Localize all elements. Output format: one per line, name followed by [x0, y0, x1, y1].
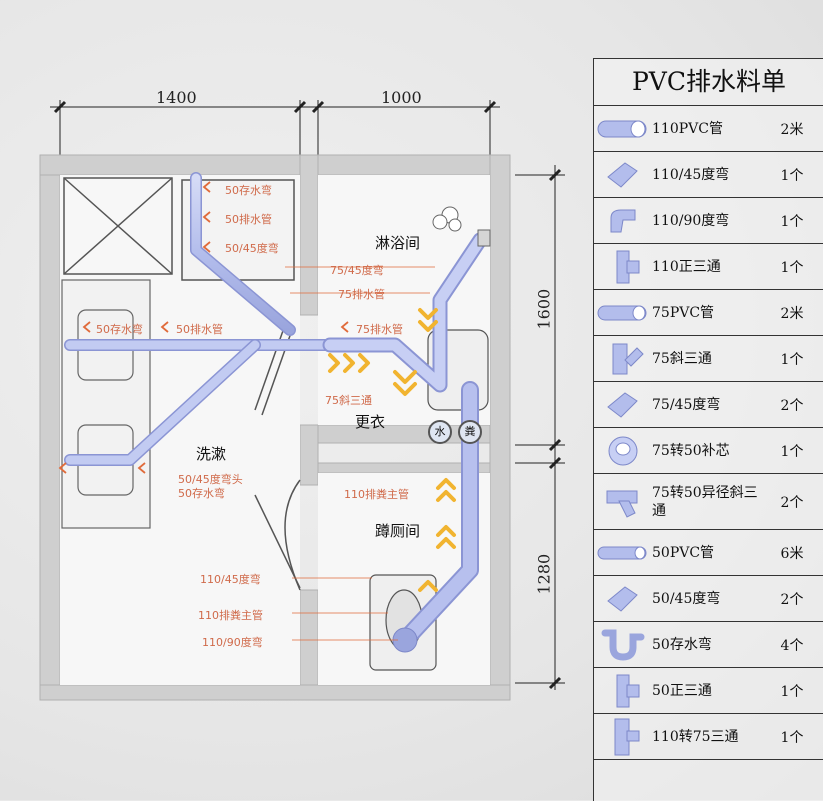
pipe-label: 110排粪主管	[198, 609, 263, 622]
room-changing: 更衣	[355, 413, 386, 431]
dimension-lines	[50, 100, 565, 690]
dimension-right-upper: 1600	[534, 288, 554, 330]
table-row: 75斜三通 1个	[594, 336, 823, 382]
room-washing: 洗漱	[196, 445, 227, 463]
item-quantity: 1个	[780, 443, 804, 460]
table-row: 75/45度弯 2个	[594, 382, 823, 428]
item-quantity: 1个	[780, 167, 804, 184]
item-quantity: 1个	[780, 683, 804, 700]
item-quantity: 1个	[780, 259, 804, 276]
table-row: 50/45度弯 2个	[594, 576, 823, 622]
room-toilet: 蹲厕间	[375, 522, 421, 540]
item-name: 110正三通	[652, 258, 721, 275]
table-row: 75转50补芯 1个	[594, 428, 823, 474]
tee-icon	[594, 673, 652, 709]
table-row: 110PVC管 2米	[594, 106, 823, 152]
pipe-label: 50存水弯	[96, 323, 143, 336]
table-title: PVC排水料单	[594, 59, 823, 106]
item-quantity: 2米	[780, 121, 804, 138]
item-quantity: 4个	[780, 637, 804, 654]
y-tee-icon	[594, 340, 652, 378]
item-quantity: 6米	[780, 545, 804, 562]
table-row: 50正三通 1个	[594, 668, 823, 714]
vanity-counter	[61, 279, 151, 529]
shower-head	[432, 206, 491, 247]
dimension-top-right: 1000	[381, 88, 422, 107]
table-row: 75PVC管 2米	[594, 290, 823, 336]
pipe-75-icon	[594, 300, 652, 326]
item-name: 50/45度弯	[652, 590, 721, 607]
floor-plan	[39, 100, 565, 701]
pipe-label: 75斜三通	[325, 394, 372, 407]
item-name: 75/45度弯	[652, 396, 721, 413]
pipe-label: 75排水管	[338, 288, 385, 301]
item-quantity: 1个	[780, 729, 804, 746]
dimension-right-lower: 1280	[534, 553, 554, 595]
item-quantity: 1个	[780, 351, 804, 368]
pipe-label: 75/45度弯	[330, 264, 384, 277]
water-marker: 水	[428, 420, 452, 444]
pipe-label: 110排粪主管	[344, 488, 409, 501]
pipe-110-icon	[594, 116, 652, 142]
table-row: 110/45度弯 1个	[594, 152, 823, 198]
elbow-45-icon	[594, 159, 652, 191]
shaft	[63, 177, 295, 281]
pipe-label: 75排水管	[356, 323, 403, 336]
pipe-label: 50存水弯	[178, 487, 225, 500]
table-row: 75转50异径斜三通 2个	[594, 474, 823, 530]
y-reducer-icon	[594, 483, 652, 521]
p-trap-icon	[594, 627, 652, 663]
table-row: 110转75三通 1个	[594, 714, 823, 760]
room-shower: 淋浴间	[375, 234, 421, 252]
elbow-45-icon	[594, 389, 652, 421]
walls	[39, 154, 511, 701]
pipe-label: 50/45度弯	[225, 242, 279, 255]
reducer-icon	[594, 434, 652, 468]
label-arrows	[58, 181, 349, 474]
pipe-50-icon	[594, 540, 652, 566]
item-quantity: 2个	[780, 591, 804, 608]
item-name: 110/45度弯	[652, 166, 730, 183]
item-quantity: 1个	[780, 213, 804, 230]
tee-icon	[594, 249, 652, 285]
pipe-label: 50/45度弯头	[178, 473, 243, 486]
pipes	[64, 172, 488, 653]
table-row: 110/90度弯 1个	[594, 198, 823, 244]
item-name: 75转50补芯	[652, 442, 730, 459]
item-name: 50正三通	[652, 682, 712, 699]
item-name: 50存水弯	[652, 636, 712, 653]
item-name: 50PVC管	[652, 544, 715, 561]
item-name: 75斜三通	[652, 350, 712, 367]
pipe-label: 110/90度弯	[202, 636, 263, 649]
item-quantity: 2个	[780, 494, 804, 511]
item-name: 75PVC管	[652, 304, 715, 321]
leader-lines	[285, 266, 435, 641]
pipe-label: 50排水管	[225, 213, 272, 226]
elbow-45-icon	[594, 583, 652, 615]
table-row: 50存水弯 4个	[594, 622, 823, 668]
elbow-90-icon	[594, 204, 652, 238]
dimension-top-left: 1400	[156, 88, 197, 107]
item-name: 110/90度弯	[652, 212, 730, 229]
pipe-label: 50存水弯	[225, 184, 272, 197]
item-quantity: 2个	[780, 397, 804, 414]
flow-arrows	[328, 308, 456, 592]
pipe-label: 110/45度弯	[200, 573, 261, 586]
item-quantity: 2米	[780, 305, 804, 322]
tee-reducer-icon	[594, 717, 652, 757]
table-row: 110正三通 1个	[594, 244, 823, 290]
item-name: 110转75三通	[652, 728, 739, 745]
feces-marker: 粪	[458, 420, 482, 444]
pipe-label: 50排水管	[176, 323, 223, 336]
table-row: 50PVC管 6米	[594, 530, 823, 576]
item-name: 75转50异径斜三通	[652, 484, 758, 519]
item-name: 110PVC管	[652, 120, 723, 137]
